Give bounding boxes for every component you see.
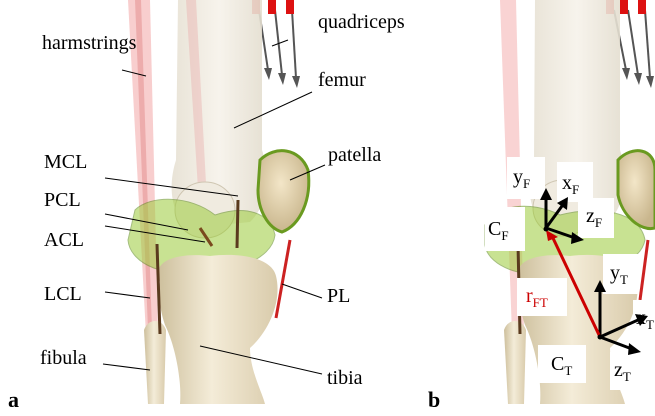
- label-quadriceps: quadriceps: [318, 11, 405, 33]
- panel-b: yF xF zF CF yT xT zT CT rFT b: [428, 0, 655, 412]
- panel-b-label: b: [428, 387, 440, 412]
- label-femur: femur: [318, 69, 366, 91]
- label-patella: patella: [328, 144, 381, 166]
- label-acl: ACL: [44, 229, 84, 251]
- label-lcl: LCL: [44, 283, 82, 305]
- label-pcl: PCL: [44, 189, 81, 211]
- tibia-bone: [158, 255, 278, 404]
- fibula-bone: [144, 321, 166, 404]
- label-pl: PL: [327, 285, 350, 307]
- label-tibia: tibia: [327, 367, 363, 389]
- label-hamstrings: harmstrings: [42, 32, 137, 54]
- panel-a-label: a: [8, 387, 19, 412]
- label-mcl: MCL: [44, 151, 87, 173]
- label-fibula: fibula: [40, 347, 87, 369]
- panel-a: harmstrings quadriceps femur patella MCL…: [8, 0, 405, 412]
- patella-bone: [258, 151, 309, 232]
